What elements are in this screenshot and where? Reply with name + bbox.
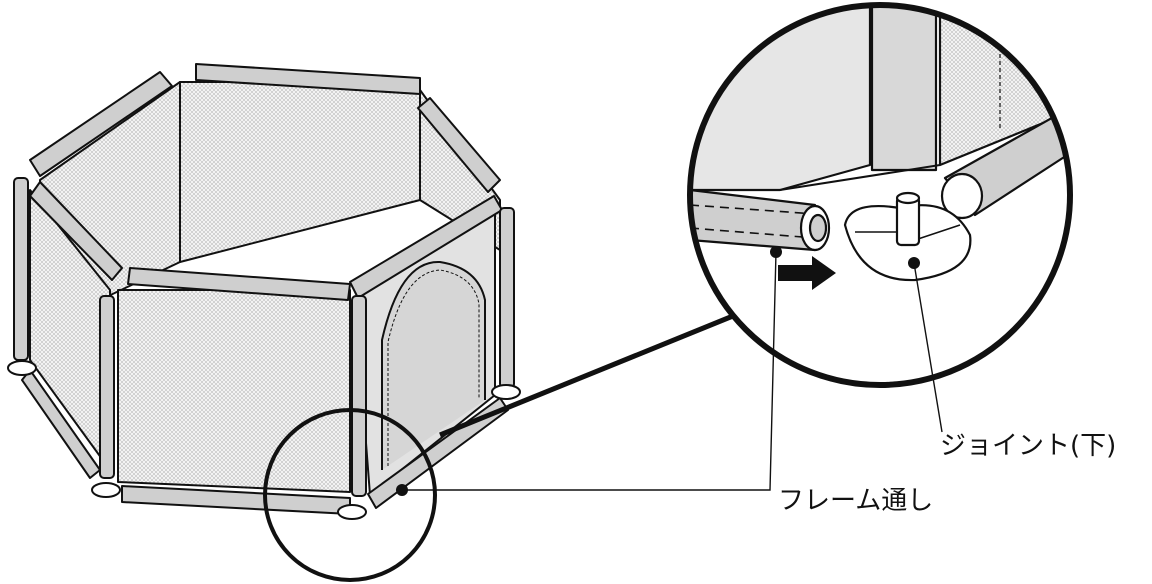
foot-joints bbox=[7, 360, 521, 520]
insert-direction-arrow bbox=[778, 256, 836, 290]
leader-frame bbox=[402, 251, 777, 491]
mesh-panel-back bbox=[179, 81, 421, 263]
door-arch bbox=[381, 260, 486, 470]
leader-joint bbox=[913, 262, 943, 433]
zoom-connector-line bbox=[439, 302, 761, 438]
top-frame-bars bbox=[29, 63, 503, 301]
vertical-posts bbox=[13, 177, 515, 497]
label-frame-sleeve: フレーム通し bbox=[778, 486, 934, 516]
zoom-detail bbox=[690, 5, 1070, 385]
detail-highlight-circle bbox=[263, 408, 437, 582]
mesh-panel-front bbox=[117, 289, 351, 493]
label-lower-joint: ジョイント(下) bbox=[940, 431, 1117, 461]
zoom-circle-outline bbox=[687, 2, 1073, 388]
bottom-frame-bars bbox=[21, 369, 509, 515]
playpen bbox=[7, 63, 521, 520]
zoom-post bbox=[870, 5, 938, 172]
zoom-joint-pin bbox=[895, 195, 921, 247]
